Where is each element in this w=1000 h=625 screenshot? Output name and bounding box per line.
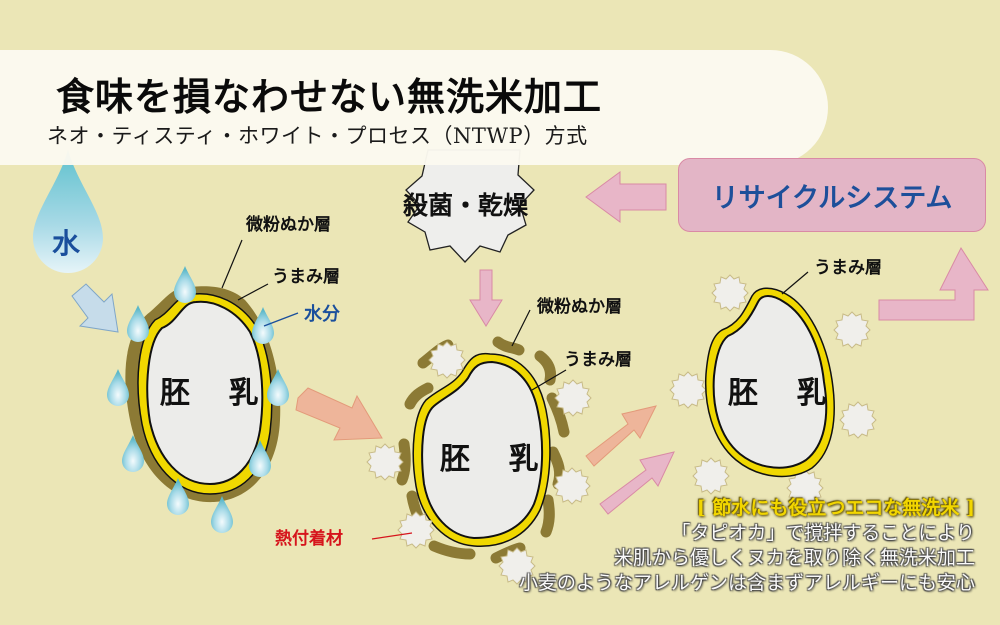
arrow-recycle-to-sterilize [585,171,667,223]
eco-note-title: [ 節水にも役立つエコな無洗米 ] [696,497,975,519]
grain2-heat-material-label: 熱付着材 [275,529,343,549]
page-title: 食味を損なわせない無洗米加工 [56,74,603,119]
grain2-endosperm-label: 胚 乳 [440,442,553,477]
rice-grain-finished [669,274,877,507]
rice-grain-soaked [107,266,289,533]
water-drop-icon [33,150,103,273]
eco-note-line-3: 小麦のようなアレルゲンは含まずアレルギーにも安心 [518,572,975,594]
grain3-umami-label: うまみ層 [814,258,882,278]
endosperm [146,300,264,486]
endosperm [421,360,544,540]
arrow-to-recycle [878,246,989,321]
grain1-umami-label: うまみ層 [272,267,340,287]
arrow-process-2 [585,405,657,467]
grain3-endosperm-label: 胚 乳 [728,376,841,411]
water-drop-label: 水 [52,227,81,260]
grain1-moisture-label: 水分 [304,304,340,325]
grain2-bran-label: 微粉ぬか層 [537,297,622,317]
title-banner [0,50,828,165]
arrow-sterilize-down [469,269,503,327]
eco-note-line-2: 米肌から優しくヌカを取り除く無洗米加工 [613,547,975,569]
eco-note-line-1: 「タピオカ」で撹拌することにより [671,522,975,544]
sterilize-label: 殺菌・乾燥 [403,191,529,220]
grain2-umami-label: うまみ層 [564,350,632,370]
rice-grain-polishing [366,336,592,585]
recycle-system-box: リサイクルシステム [678,158,986,232]
page-subtitle: ネオ・ティスティ・ホワイト・プロセス（NTWP）方式 [47,124,588,148]
recycle-system-label: リサイクルシステム [711,182,953,214]
arrow-process-3 [599,451,675,515]
grain1-bran-label: 微粉ぬか層 [246,215,331,235]
grain1-endosperm-label: 胚 乳 [160,376,273,411]
arrow-process-1 [295,387,383,441]
sterilize-burst [405,149,535,263]
arrow-water-in [71,283,119,333]
endosperm [712,295,828,469]
